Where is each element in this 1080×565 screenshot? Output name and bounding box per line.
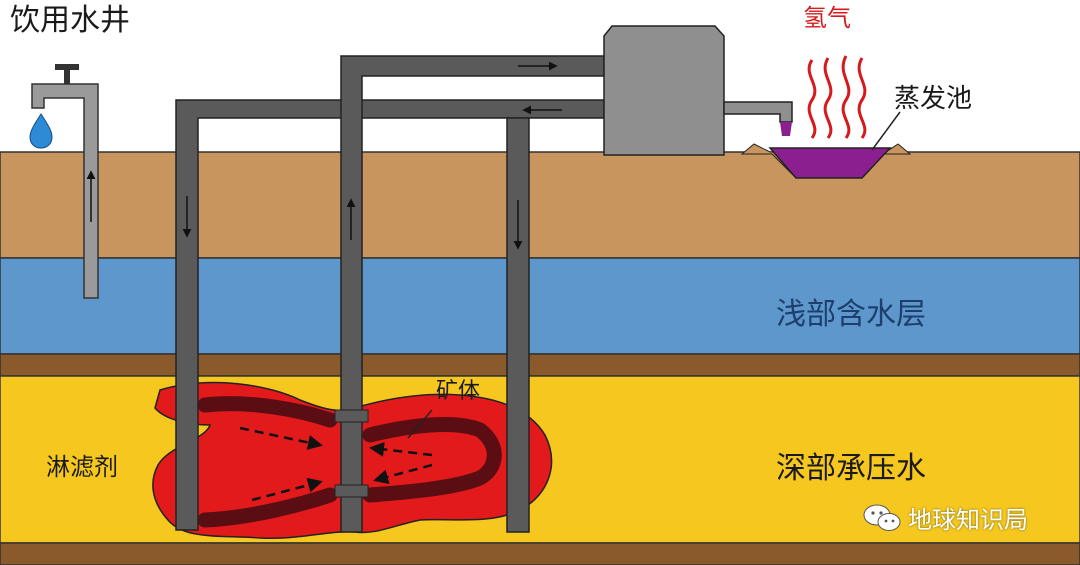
pond-liquid [768, 147, 892, 179]
well-screen [334, 484, 369, 498]
water-drop [29, 113, 53, 149]
gas-line [857, 57, 867, 139]
shallow-aquifer-label: 浅部含水层 [776, 297, 926, 332]
wechat-icon [863, 504, 901, 531]
ore-vein [362, 417, 502, 503]
flow-arrow [251, 477, 323, 502]
hydrogen-label: 氢气 [803, 4, 851, 32]
deep-confined-water-label: 深部承压水 [776, 451, 926, 486]
leaching-agent-label: 淋滤剂 [46, 453, 118, 481]
drinking-well-label: 饮用水井 [10, 3, 130, 38]
watermark-text: 地球知识局 [908, 506, 1028, 534]
watermark: 地球知识局 [862, 500, 1028, 535]
clay-layer-upper [0, 353, 1080, 377]
flow-arrow [369, 441, 433, 457]
tap-stem [64, 64, 70, 84]
orebody-label-leader [407, 409, 433, 439]
evaporation-pond-label: 蒸发池 [894, 84, 973, 114]
ore-vein [197, 396, 338, 428]
well-screen [334, 409, 369, 423]
gas-line [807, 59, 817, 139]
tap-body [31, 83, 99, 299]
gas-line [841, 55, 851, 139]
orebody-label: 矿体 [436, 379, 481, 404]
gas-line [823, 57, 833, 139]
soil-layer [0, 151, 1080, 259]
pump-house [603, 25, 725, 156]
outlet-drip [780, 122, 792, 136]
ore-vein [197, 487, 338, 528]
clay-layer-lower [0, 542, 1080, 565]
pond-label-leader [871, 111, 901, 151]
flow-arrow [239, 426, 323, 450]
drinking-water-well [29, 64, 99, 299]
pipe-right-vertical [506, 117, 530, 533]
flow-arrow [373, 463, 433, 485]
pipe-outlet [723, 101, 793, 123]
